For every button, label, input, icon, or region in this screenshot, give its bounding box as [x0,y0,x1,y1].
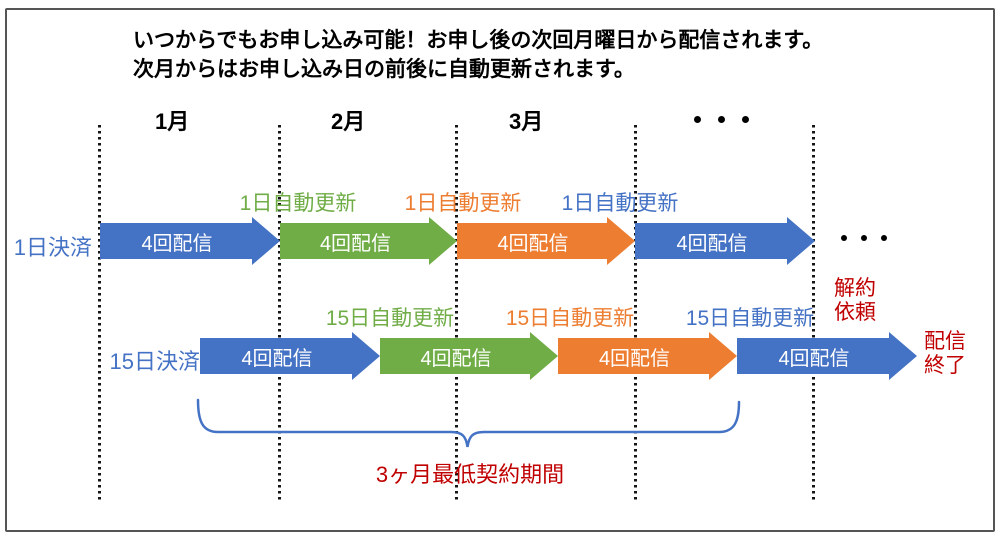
month-label-february: 2月 [331,109,366,134]
cancel-request-label: 解約 依頼 [834,277,876,324]
title-line-2: 次月からはお申し込み日の前後に自動更新されます。 [133,58,635,81]
arrow-label: 4回配信 [420,347,492,370]
day15-delivery-arrow-4: 4回配信 [737,332,917,380]
months-ellipsis-icon [694,116,749,123]
title-line-1: いつからでもお申し込み可能！お申し後の次回月曜日から配信されます。 [133,29,824,52]
arrow-label: 4回配信 [241,347,313,370]
day15-delivery-arrow-2: 4回配信 [380,332,558,380]
arrow-label: 4回配信 [319,232,392,255]
diagram-title: いつからでもお申し込み可能！お申し後の次回月曜日から配信されます。 次月からはお… [133,26,823,84]
month-divider-line [455,125,458,503]
arrow-label: 4回配信 [598,347,671,370]
month-label-january: 1月 [155,109,190,134]
diagram-border [5,8,995,532]
day1-delivery-arrow-3: 4回配信 [457,217,635,265]
day15-renewal-label-3: 15日自動更新 [685,307,815,330]
arrow-label: 4回配信 [497,232,569,255]
month-divider-line [278,125,281,503]
arrow-label: 4回配信 [141,232,213,255]
day1-renewal-label-2: 1日自動更新 [404,192,522,215]
min-contract-period-label: 3ヶ月最低契約期間 [375,462,565,487]
month-divider-line [634,125,637,503]
day1-delivery-arrow-1: 4回配信 [100,217,280,265]
day15-delivery-arrow-1: 4回配信 [200,332,380,380]
day1-payment-label: 1日決済 [13,235,92,260]
day15-delivery-arrow-3: 4回配信 [558,332,737,380]
day1-continuation-ellipsis-icon [841,235,887,241]
day15-payment-label: 15日決済 [109,349,200,374]
month-divider-line [98,125,101,503]
arrow-label: 4回配信 [778,347,850,370]
arrow-label: 4回配信 [676,232,748,255]
month-label-march: 3月 [509,109,544,134]
day1-delivery-arrow-2: 4回配信 [280,217,457,265]
delivery-end-label: 配信 終了 [924,330,966,377]
day1-renewal-label-3: 1日自動更新 [561,192,679,215]
day15-renewal-label-1: 15日自動更新 [325,307,455,330]
day1-renewal-label-1: 1日自動更新 [239,192,357,215]
day1-delivery-arrow-4: 4回配信 [635,217,815,265]
month-divider-line [812,125,815,503]
day15-renewal-label-2: 15日自動更新 [505,307,635,330]
